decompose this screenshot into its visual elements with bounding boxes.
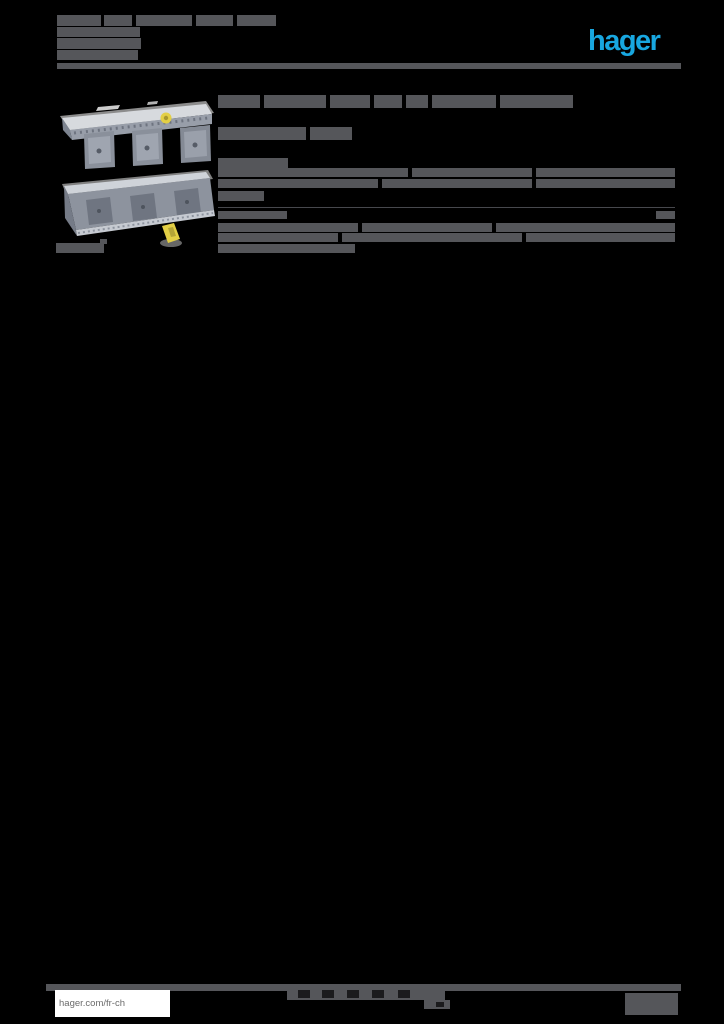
- blurred-text-line: [526, 233, 675, 242]
- blurred-text-line: [57, 63, 681, 69]
- blurred-text-line: [412, 168, 532, 177]
- blurred-text-line: [436, 1002, 444, 1007]
- blurred-text-line: [218, 95, 260, 108]
- blurred-text-line: [218, 191, 264, 201]
- busbar-cover-illustration-2: [62, 170, 215, 247]
- blurred-text-line: [100, 239, 107, 244]
- blurred-text-line: [218, 179, 378, 188]
- blurred-text-line: [310, 127, 352, 140]
- blurred-text-line: [56, 243, 104, 253]
- blurred-text-line: [372, 990, 384, 998]
- blurred-text-line: [196, 15, 233, 26]
- blurred-text-line: [218, 168, 408, 177]
- blurred-text-line: [322, 990, 334, 998]
- blurred-text-line: [342, 233, 522, 242]
- blurred-text-line: [57, 50, 138, 60]
- blurred-text-line: [218, 127, 306, 140]
- blurred-text-line: [536, 179, 675, 188]
- blurred-text-line: [57, 38, 141, 49]
- blurred-text-line: [218, 244, 355, 253]
- blurred-text-line: [104, 15, 132, 26]
- blurred-text-line: [298, 990, 310, 998]
- product-image-bottom-view: [58, 166, 218, 250]
- blurred-text-line: [57, 15, 101, 26]
- blurred-text-line: [218, 207, 675, 208]
- blurred-text-line: [500, 95, 573, 108]
- blurred-text-line: [237, 15, 276, 26]
- product-image-top-view: [58, 88, 218, 170]
- blurred-text-line: [432, 95, 496, 108]
- blurred-text-line: [218, 233, 338, 242]
- blurred-text-line: [218, 223, 358, 232]
- blurred-text-line: [625, 993, 678, 1015]
- blurred-text-line: [406, 95, 428, 108]
- blurred-text-line: [57, 27, 140, 37]
- blurred-text-line: [374, 95, 402, 108]
- blurred-text-line: [136, 15, 192, 26]
- blurred-text-line: [536, 168, 675, 177]
- blurred-text-line: [496, 223, 675, 232]
- blurred-text-line: [264, 95, 326, 108]
- footer-website-link[interactable]: hager.com/fr-ch: [59, 998, 125, 1009]
- blurred-text-line: [218, 211, 287, 219]
- blurred-text-line: [218, 158, 288, 168]
- blurred-text-line: [382, 179, 532, 188]
- blurred-text-line: [398, 990, 410, 998]
- busbar-cover-illustration-1: [60, 101, 214, 169]
- hager-logo: hager: [588, 25, 661, 57]
- blurred-text-line: [330, 95, 370, 108]
- blurred-text-line: [656, 211, 675, 219]
- blurred-text-line: [347, 990, 359, 998]
- blurred-text-line: [362, 223, 492, 232]
- footer-website-box: hager.com/fr-ch: [55, 990, 170, 1017]
